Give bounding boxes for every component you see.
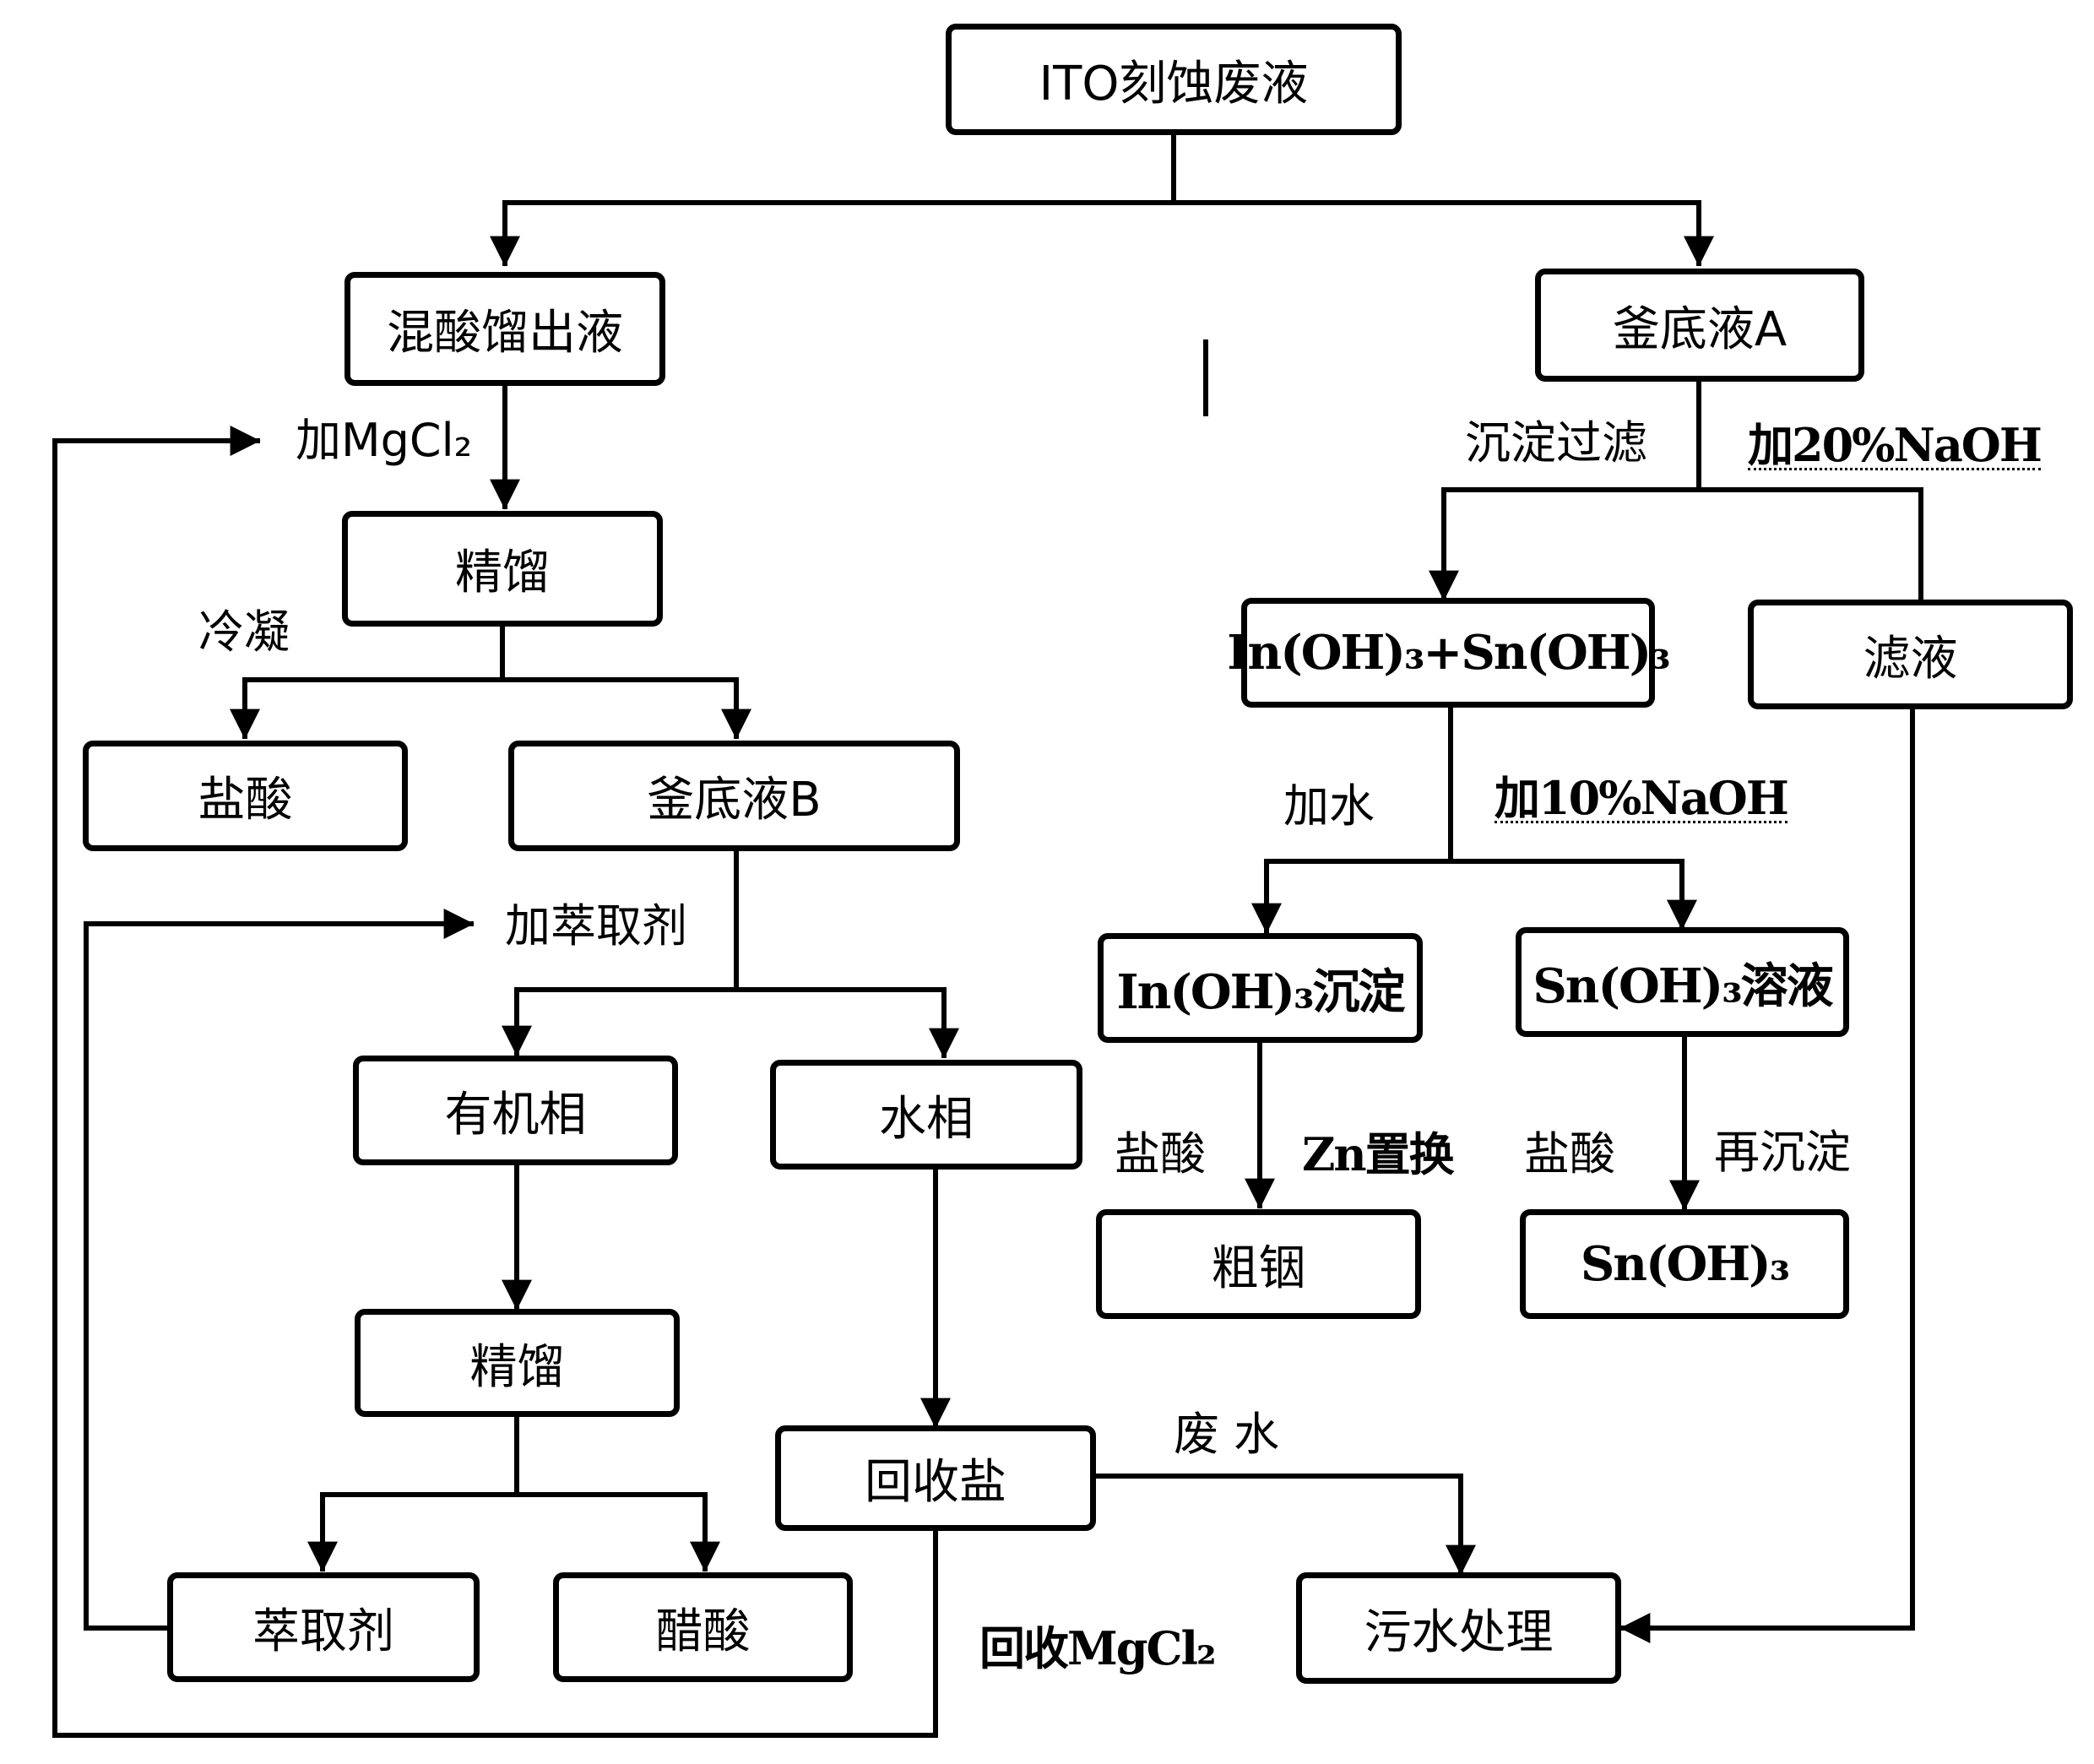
node-kettle-bottom-b: 釜底液B bbox=[508, 741, 960, 851]
node-sn-oh3-text: Sn(OH)₃ bbox=[1580, 1236, 1790, 1292]
node-aqueous-phase: 水相 bbox=[770, 1060, 1082, 1170]
node-rectify-2: 精馏 bbox=[355, 1309, 680, 1417]
node-organic-phase-text: 有机相 bbox=[444, 1087, 587, 1143]
edge-mgcl2-recycle bbox=[52, 426, 938, 1738]
edge-extractant-recycle bbox=[84, 909, 475, 1631]
node-kettle-bottom-a: 釜底液A bbox=[1535, 269, 1864, 382]
node-wastewater-treatment-text: 污水处理 bbox=[1364, 1604, 1554, 1660]
edge-rectify2-to-acetic bbox=[514, 1492, 720, 1572]
node-filtrate-text: 滤液 bbox=[1863, 631, 1958, 687]
node-kettle-bottom-a-text: 釜底液A bbox=[1612, 301, 1787, 357]
label-condense: 冷凝 bbox=[198, 605, 290, 659]
label-hcl-right: 盐酸 bbox=[1524, 1127, 1615, 1181]
node-mixed-acid-distillate-text: 混酸馏出液 bbox=[387, 306, 623, 361]
edge-bottom-a-to-filtrate bbox=[1696, 487, 1923, 602]
label-reprecipitate: 再沉淀 bbox=[1714, 1126, 1851, 1179]
edge-bottom-b-to-aqueous bbox=[734, 987, 959, 1059]
node-hydroxide-precipitate: In(OH)₃+Sn(OH)₃ bbox=[1227, 598, 1671, 708]
node-recovered-salt: 回收盐 bbox=[775, 1425, 1096, 1531]
node-hydrochloric-acid-text: 盐酸 bbox=[198, 773, 293, 828]
node-acetic-acid: 醋酸 bbox=[553, 1572, 853, 1682]
edge-bottom-a-to-precipitate bbox=[1429, 487, 1701, 601]
label-zn-replace: Zn置换 bbox=[1302, 1127, 1455, 1181]
label-add-naoh-10: 加10%NaOH bbox=[1495, 771, 1789, 825]
node-crude-indium: 粗铟 bbox=[1096, 1209, 1421, 1319]
edge-salt-to-treatment bbox=[1093, 1474, 1476, 1576]
node-in-oh3-precipitate: In(OH)₃沉淀 bbox=[1098, 933, 1423, 1043]
edge-precipitate-to-sn bbox=[1448, 859, 1697, 931]
node-extractant: 萃取剂 bbox=[167, 1572, 480, 1682]
node-rectify-1-text: 精馏 bbox=[455, 545, 550, 600]
edge-ito-to-distillate bbox=[490, 200, 1176, 267]
label-recover-mgcl2: 回收MgCl₂ bbox=[979, 1621, 1217, 1675]
node-sn-oh3-solution-text: Sn(OH)₃溶液 bbox=[1533, 958, 1833, 1014]
node-sn-oh3-solution: Sn(OH)₃溶液 bbox=[1516, 927, 1849, 1037]
node-kettle-bottom-b-text: 釜底液B bbox=[647, 773, 822, 828]
node-acetic-acid-text: 醋酸 bbox=[655, 1604, 751, 1659]
label-add-water: 加水 bbox=[1283, 779, 1375, 833]
node-filtrate: 滤液 bbox=[1748, 600, 2073, 709]
node-rectify-2-text: 精馏 bbox=[469, 1339, 565, 1395]
node-aqueous-phase-text: 水相 bbox=[879, 1091, 974, 1147]
edge-rectify-to-hcl bbox=[230, 677, 505, 740]
node-recovered-salt-text: 回收盐 bbox=[865, 1455, 1006, 1510]
node-ito-waste-text: ITO刻蚀废液 bbox=[1039, 56, 1309, 111]
node-wastewater-treatment: 污水处理 bbox=[1296, 1572, 1621, 1684]
node-extractant-text: 萃取剂 bbox=[252, 1604, 394, 1659]
edge-bottom-b-to-organic bbox=[502, 987, 739, 1056]
node-crude-indium-text: 粗铟 bbox=[1211, 1240, 1306, 1296]
edge-rectify2-to-extractant bbox=[307, 1492, 519, 1572]
node-rectify-1: 精馏 bbox=[342, 511, 663, 627]
node-hydroxide-precipitate-text: In(OH)₃+Sn(OH)₃ bbox=[1227, 625, 1670, 681]
label-precipitate-filter: 沉淀过滤 bbox=[1465, 416, 1647, 469]
node-ito-waste: ITO刻蚀废液 bbox=[946, 24, 1402, 135]
node-hydrochloric-acid: 盐酸 bbox=[83, 741, 408, 851]
edge-rectify-to-bottom-b bbox=[500, 677, 751, 740]
label-waste-water: 废 水 bbox=[1174, 1408, 1280, 1461]
label-hcl-left: 盐酸 bbox=[1115, 1127, 1206, 1181]
node-sn-oh3: Sn(OH)₃ bbox=[1520, 1209, 1849, 1319]
label-add-naoh-20: 加20%NaOH bbox=[1748, 418, 2042, 472]
node-mixed-acid-distillate: 混酸馏出液 bbox=[344, 272, 665, 386]
label-add-mgcl2: 加MgCl₂ bbox=[296, 414, 473, 467]
node-organic-phase: 有机相 bbox=[353, 1056, 678, 1165]
edge-ito-to-bottom-a bbox=[1171, 200, 1714, 267]
edge-filtrate-to-treatment bbox=[1619, 707, 1915, 1643]
node-in-oh3-precipitate-text: In(OH)₃沉淀 bbox=[1116, 963, 1405, 1020]
label-add-extractant: 加萃取剂 bbox=[505, 899, 687, 953]
edge-precipitate-to-in bbox=[1251, 859, 1453, 934]
